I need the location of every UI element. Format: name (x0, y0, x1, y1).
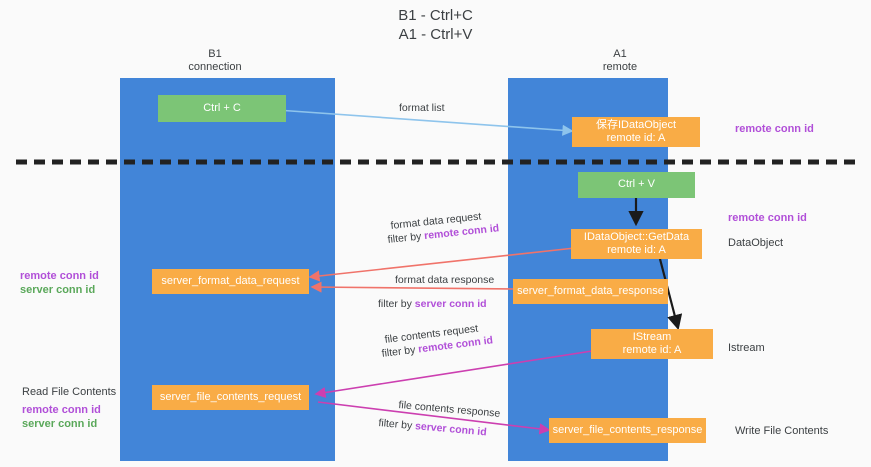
filter-prefix: filter by (378, 298, 415, 310)
node-server-file-contents-response-label: server_file_contents_response (552, 423, 703, 436)
column-header-b1: B1 connection (150, 48, 280, 74)
annotation-left-read-file-contents: Read File Contents (22, 386, 117, 398)
node-server-file-contents-request[interactable]: server_file_contents_request (152, 385, 309, 410)
edge-file-contents-request (314, 350, 593, 399)
node-idataobject[interactable]: 保存IDataObject remote id: A (572, 117, 700, 147)
annotation-left-remote-conn-id-bottom: remote conn id (22, 404, 101, 416)
filter-value-server-conn-id: server conn id (414, 298, 487, 310)
node-istream[interactable]: IStream remote id: A (591, 329, 713, 359)
filter-prefix: filter by (387, 230, 425, 246)
annotation-left-server-conn-id-mid: server conn id (20, 284, 96, 296)
node-server-format-data-response-label: server_format_data_response (517, 284, 664, 297)
column-header-a1-sub: remote (602, 61, 638, 73)
annotation-right-remote-conn-id-top: remote conn id (735, 123, 814, 135)
edge-label-format-list: format list (399, 102, 445, 114)
filter-prefix: filter by (377, 417, 416, 433)
node-idataobject-getdata[interactable]: IDataObject::GetData remote id: A (571, 229, 702, 259)
node-ctrl-c[interactable]: Ctrl + C (158, 95, 286, 122)
node-ctrl-c-label: Ctrl + C (203, 101, 241, 114)
node-getdata-remote-id: remote id: A (607, 244, 666, 256)
edge-label-format-data-response: format data response (395, 274, 495, 286)
title-line-1: B1 - Ctrl+C (398, 7, 473, 24)
annotation-left-remote-conn-id-mid: remote conn id (20, 270, 99, 282)
node-istream-remote-id: remote id: A (622, 344, 682, 356)
annotation-right-istream: Istream (728, 342, 765, 354)
column-header-b1-sub: connection (188, 61, 242, 73)
edge-format-data-request (308, 247, 576, 282)
node-ctrl-v[interactable]: Ctrl + V (578, 172, 695, 198)
edge-getdata-to-istream (658, 258, 683, 331)
node-ctrl-v-label: Ctrl + V (618, 178, 655, 191)
column-header-a1: A1 remote (555, 48, 685, 74)
node-server-file-contents-request-label: server_file_contents_request (159, 390, 302, 403)
edge-file-contents-response (317, 401, 551, 435)
title-line-2: A1 - Ctrl+V (398, 26, 473, 43)
node-server-format-data-request[interactable]: server_format_data_request (152, 269, 309, 294)
annotation-left-server-conn-id-bottom: server conn id (22, 418, 98, 430)
edge-format-list (276, 109, 574, 136)
node-server-format-data-response[interactable]: server_format_data_response (513, 279, 668, 304)
edge-label-format-data-response-filter: filter by server conn id (378, 298, 487, 311)
node-istream-title: IStream (632, 330, 672, 343)
column-header-b1-name: B1 (208, 48, 222, 60)
node-server-file-contents-response[interactable]: server_file_contents_response (549, 418, 706, 443)
annotation-right-dataobject: DataObject (728, 237, 784, 249)
node-idataobject-remote-id: remote id: A (606, 132, 666, 144)
column-header-a1-name: A1 (613, 48, 627, 60)
page-title: B1 - Ctrl+C A1 - Ctrl+V (0, 6, 871, 44)
annotation-right-remote-conn-id-mid: remote conn id (728, 212, 807, 224)
node-server-format-data-request-label: server_format_data_request (161, 274, 300, 287)
annotation-right-write-file-contents: Write File Contents (735, 425, 829, 437)
node-getdata-title: IDataObject::GetData (583, 230, 690, 243)
edge-format-data-response (310, 281, 515, 293)
node-idataobject-title: 保存IDataObject (595, 118, 677, 131)
